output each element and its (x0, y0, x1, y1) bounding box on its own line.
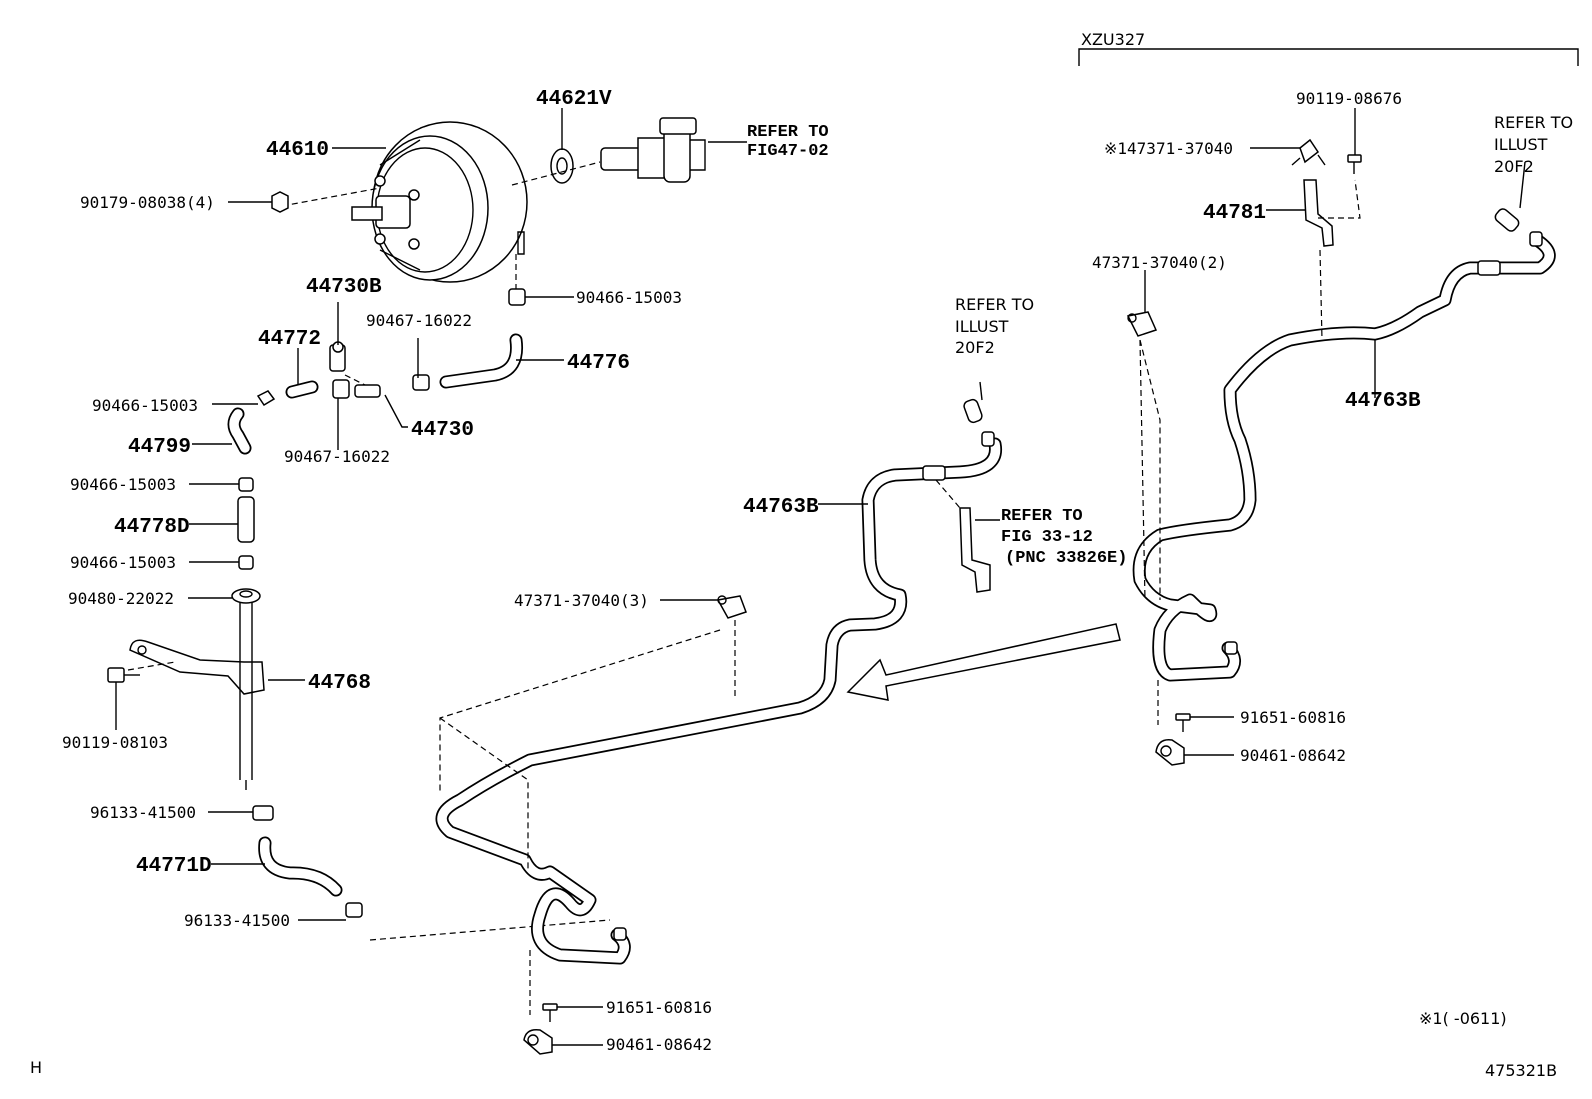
label-44763b-right: 44763B (1345, 390, 1421, 413)
label-91651-b: 91651-60816 (1240, 708, 1346, 727)
check-valve-group (227, 254, 526, 455)
bolt-91651-b (1175, 713, 1191, 732)
refer-fig33-line2: FIG 33-12 (1001, 528, 1093, 547)
booster-axis (511, 161, 601, 186)
refer-20f2-b-line1: REFER TO (1494, 113, 1573, 132)
clamp-90461-b (1155, 739, 1185, 766)
label-90467-a: 90467-16022 (366, 311, 472, 330)
label-90467-b: 90467-16022 (284, 447, 390, 466)
hose-44771d (258, 836, 611, 941)
seal-44621v (550, 108, 574, 184)
label-147371: ※147371-37040 (1104, 139, 1233, 158)
label-44768: 44768 (308, 672, 371, 695)
label-90461-a: 90461-08642 (606, 1035, 712, 1054)
label-44772: 44772 (258, 328, 321, 351)
label-90119-a: 90119-08103 (62, 733, 168, 752)
leader-lines (115, 108, 1376, 1046)
refer-20f2-b-line2: ILLUST (1494, 135, 1548, 154)
label-44776: 44776 (567, 352, 630, 375)
label-44763b-center: 44763B (743, 496, 819, 519)
label-44781: 44781 (1203, 202, 1266, 225)
master-cylinder (600, 117, 706, 183)
bolt-91651-a (542, 1003, 558, 1022)
nut-axis (281, 187, 381, 207)
label-90466-d: 90466-15003 (70, 553, 176, 572)
refer-20f2-b-line3: 20F2 (1494, 157, 1534, 176)
label-44610: 44610 (266, 139, 329, 162)
label-44778d: 44778D (114, 516, 190, 539)
bracket-44768 (107, 603, 274, 821)
pipe-bracket-center (935, 479, 991, 593)
footnote: ※1( -0611) (1419, 1009, 1507, 1028)
label-44621v: 44621V (536, 88, 612, 111)
label-44771d: 44771D (136, 855, 212, 878)
refer-fig47-line2: FIG47-02 (747, 142, 829, 161)
clamp-90461-a (523, 1028, 553, 1055)
label-90461-b: 90461-08642 (1240, 746, 1346, 765)
model-code: XZU327 (1081, 30, 1145, 49)
bracket-44781 (1291, 138, 1362, 341)
label-44730: 44730 (411, 419, 474, 442)
guide-lines-center (439, 629, 721, 1015)
label-44730b: 44730B (306, 276, 382, 299)
clamp-47371-3 (716, 595, 747, 700)
hose-44778d (231, 477, 261, 604)
label-90466-b: 90466-15003 (92, 396, 198, 415)
refer-fig47-line1: REFER TO (747, 123, 829, 142)
label-91651-a: 91651-60816 (606, 998, 712, 1017)
refer-fig33-line3: (PNC 33826E) (1005, 549, 1127, 568)
vacuum-pipe-right (1132, 161, 1556, 682)
label-90466-top: 90466-15003 (576, 288, 682, 307)
direction-arrow (846, 623, 1121, 701)
label-90466-c: 90466-15003 (70, 475, 176, 494)
refer-fig33-line1: REFER TO (1001, 507, 1083, 526)
label-90179: 90179-08038(4) (80, 193, 215, 212)
brake-booster (351, 121, 528, 283)
nut-90179 (271, 191, 289, 213)
figure-id: 475321B (1485, 1061, 1557, 1080)
vacuum-pipe-center (435, 381, 1003, 965)
label-96133-a: 96133-41500 (90, 803, 196, 822)
label-44799: 44799 (128, 436, 191, 459)
clamp-47371-2 (1126, 311, 1161, 725)
refer-20f2-a-line1: REFER TO (955, 295, 1034, 314)
label-90480: 90480-22022 (68, 589, 174, 608)
refer-20f2-a-line2: ILLUST (955, 317, 1009, 336)
page-mark: H (30, 1058, 42, 1077)
label-47371-2: 47371-37040(2) (1092, 253, 1227, 272)
model-bracket (1078, 48, 1579, 66)
refer-20f2-a-line3: 20F2 (955, 338, 995, 357)
label-96133-b: 96133-41500 (184, 911, 290, 930)
label-90119-b: 90119-08676 (1296, 89, 1402, 108)
label-47371-3: 47371-37040(3) (514, 591, 649, 610)
